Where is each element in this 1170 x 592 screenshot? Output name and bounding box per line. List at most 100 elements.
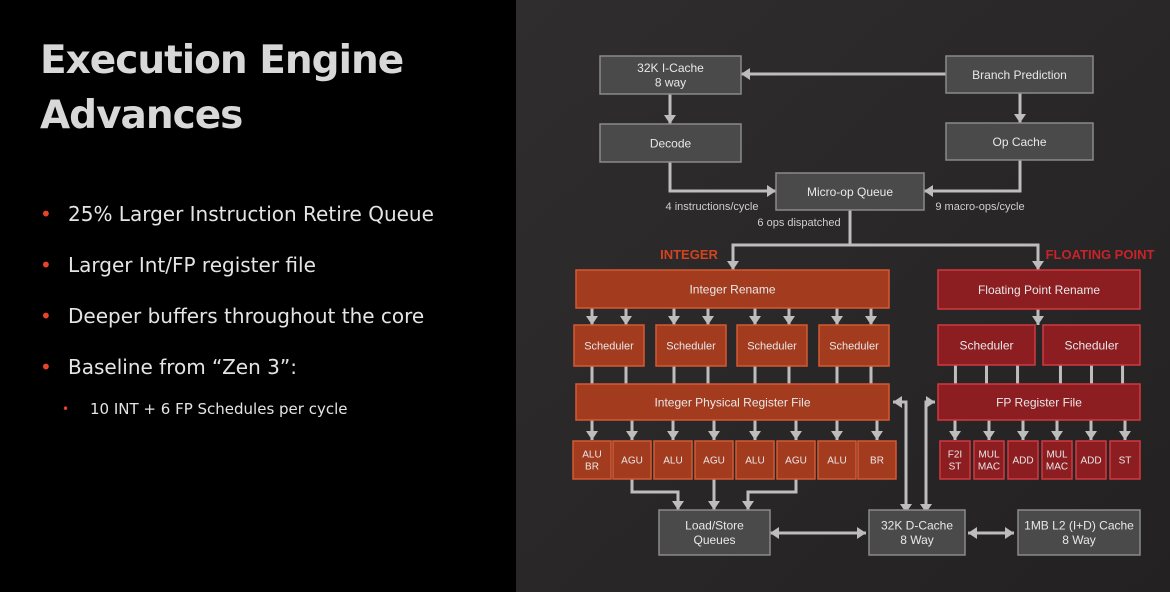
arrow-fprf-to-fp-unit-5-head bbox=[1119, 431, 1131, 440]
arrow-dcache-to-l2-tail bbox=[968, 527, 977, 539]
fp-rename-box: Floating Point Rename bbox=[937, 269, 1141, 310]
fp-unit-box-3-rect bbox=[1041, 440, 1073, 480]
fp-unit-box-1-label: MUL bbox=[978, 450, 1000, 461]
arrow-dcache-to-l2-head bbox=[1005, 527, 1014, 539]
int-prf-box-rect bbox=[575, 383, 890, 421]
int-unit-box-6: ALU bbox=[817, 440, 857, 480]
label-4-instructions: 4 instructions/cycle bbox=[666, 201, 759, 213]
label-9-macro-ops: 9 macro-ops/cycle bbox=[935, 201, 1024, 213]
bullet-dot-icon: • bbox=[40, 355, 52, 379]
arrow-decode-to-uopq-line bbox=[668, 162, 776, 193]
int-scheduler-box-1: Scheduler bbox=[655, 324, 727, 367]
arrow-prf-to-int-unit-5-head bbox=[790, 431, 802, 440]
fp-unit-box-0-label: ST bbox=[949, 462, 962, 473]
arrow-dcache-to-fp-rf-head bbox=[926, 396, 935, 408]
int-scheduler-box-3-label: Scheduler bbox=[829, 340, 879, 352]
int-unit-box-1: AGU bbox=[612, 440, 652, 480]
int-scheduler-box-1-rect bbox=[655, 324, 727, 367]
load-store-box-label: Load/Store bbox=[685, 519, 744, 533]
arrow-agu3-to-lsq-head bbox=[742, 501, 754, 510]
l2cache-box-rect bbox=[1017, 509, 1141, 556]
page-title: Execution Engine Advances bbox=[40, 33, 404, 143]
arrow-int-rename-to-sched-1b-head bbox=[702, 316, 714, 325]
arrow-prf-to-int-unit-7-head bbox=[871, 431, 883, 440]
decode-box-rect bbox=[599, 123, 742, 163]
int-unit-box-5-label: AGU bbox=[785, 456, 807, 467]
dcache-box-label: 32K D-Cache bbox=[881, 519, 953, 533]
micro-op-queue-box-rect bbox=[775, 172, 925, 211]
arrow-int-rename-to-sched-3a-head bbox=[831, 316, 843, 325]
bullet-text: Larger Int/FP register file bbox=[68, 253, 316, 277]
fp-unit-box-1-rect bbox=[973, 440, 1005, 480]
title-line-1: Execution Engine bbox=[40, 38, 404, 83]
int-scheduler-box-2-rect bbox=[736, 324, 808, 367]
op-cache-box: Op Cache bbox=[945, 122, 1094, 161]
int-unit-box-4-label: ALU bbox=[745, 456, 764, 467]
arrows-layer bbox=[586, 68, 1131, 539]
arrow-fprf-to-fp-unit-1-head bbox=[983, 431, 995, 440]
branch-prediction-box: Branch Prediction bbox=[945, 55, 1094, 94]
fp-unit-box-5-label: ST bbox=[1119, 456, 1132, 467]
op-cache-box-label: Op Cache bbox=[992, 135, 1046, 149]
arrow-bp-to-icache-head bbox=[741, 68, 750, 80]
fp-unit-box-3-label: MAC bbox=[1046, 462, 1068, 473]
branch-prediction-box-rect bbox=[945, 55, 1094, 94]
arrow-icache-to-decode-head bbox=[664, 115, 676, 124]
arrow-fprf-to-fp-unit-4-head bbox=[1085, 431, 1097, 440]
arrow-bp-to-opcache-head bbox=[1014, 114, 1026, 123]
labels-layer: 4 instructions/cycle 9 macro-ops/cycle 6 o… bbox=[660, 201, 1154, 262]
dcache-box-rect bbox=[868, 509, 966, 556]
int-unit-box-0-rect bbox=[572, 440, 612, 480]
fp-unit-box-5-rect bbox=[1109, 440, 1141, 480]
arrow-prf-to-int-unit-2-head bbox=[667, 431, 679, 440]
int-unit-box-1-label: AGU bbox=[621, 456, 643, 467]
fp-unit-box-1-label: MAC bbox=[978, 462, 1000, 473]
int-scheduler-box-3: Scheduler bbox=[818, 324, 890, 367]
arrow-int-rename-to-sched-2a-head bbox=[749, 316, 761, 325]
arrow-prf-to-int-unit-0-head bbox=[586, 431, 598, 440]
arrow-prf-to-int-unit-3-head bbox=[708, 431, 720, 440]
int-prf-box-label: Integer Physical Register File bbox=[654, 395, 810, 409]
int-unit-box-0-label: BR bbox=[585, 462, 599, 473]
fp-unit-box-0-rect bbox=[939, 440, 971, 480]
fp-heading: FLOATING POINT bbox=[1046, 247, 1155, 262]
bullet-text: 25% Larger Instruction Retire Queue bbox=[68, 202, 434, 226]
integer-heading: INTEGER bbox=[660, 247, 718, 262]
arrow-fprf-to-fp-unit-0-head bbox=[949, 431, 961, 440]
arrow-uopq-to-fp-head bbox=[1032, 261, 1044, 270]
integer-rename-box: Integer Rename bbox=[575, 269, 890, 309]
int-scheduler-box-0-rect bbox=[573, 324, 645, 367]
arrow-fprf-to-fp-unit-2-head bbox=[1017, 431, 1029, 440]
int-unit-box-7-rect bbox=[857, 440, 897, 480]
arrow-uopq-to-int-head bbox=[727, 261, 739, 270]
fp-scheduler-box-0: Scheduler bbox=[937, 324, 1036, 366]
int-unit-box-0-label: ALU bbox=[582, 450, 601, 461]
fp-unit-box-2-label: ADD bbox=[1012, 456, 1033, 467]
title-line-2: Advances bbox=[40, 93, 243, 138]
fp-rf-box-label: FP Register File bbox=[996, 395, 1082, 409]
fp-scheduler-box-1-label: Scheduler bbox=[1064, 338, 1118, 352]
micro-op-queue-box-label: Micro-op Queue bbox=[807, 185, 893, 199]
int-unit-box-3-rect bbox=[694, 440, 734, 480]
int-scheduler-box-0: Scheduler bbox=[573, 324, 645, 367]
arrow-agu1-to-lsq-head bbox=[672, 501, 684, 510]
arrow-prf-to-int-unit-1-head bbox=[626, 431, 638, 440]
arrow-decode-to-uopq-head bbox=[767, 185, 776, 197]
arrow-opcache-to-uopq-line bbox=[924, 160, 1022, 193]
sub-bullet-text: 10 INT + 6 FP Schedules per cycle bbox=[90, 400, 348, 418]
icache-box-label: 32K I-Cache bbox=[637, 61, 704, 75]
integer-rename-box-label: Integer Rename bbox=[689, 282, 775, 296]
bullet-dot-icon: • bbox=[40, 253, 52, 277]
label-6-ops: 6 ops dispatched bbox=[757, 217, 840, 229]
int-unit-box-2-rect bbox=[653, 440, 693, 480]
arrow-int-rename-to-sched-0a-head bbox=[586, 316, 598, 325]
